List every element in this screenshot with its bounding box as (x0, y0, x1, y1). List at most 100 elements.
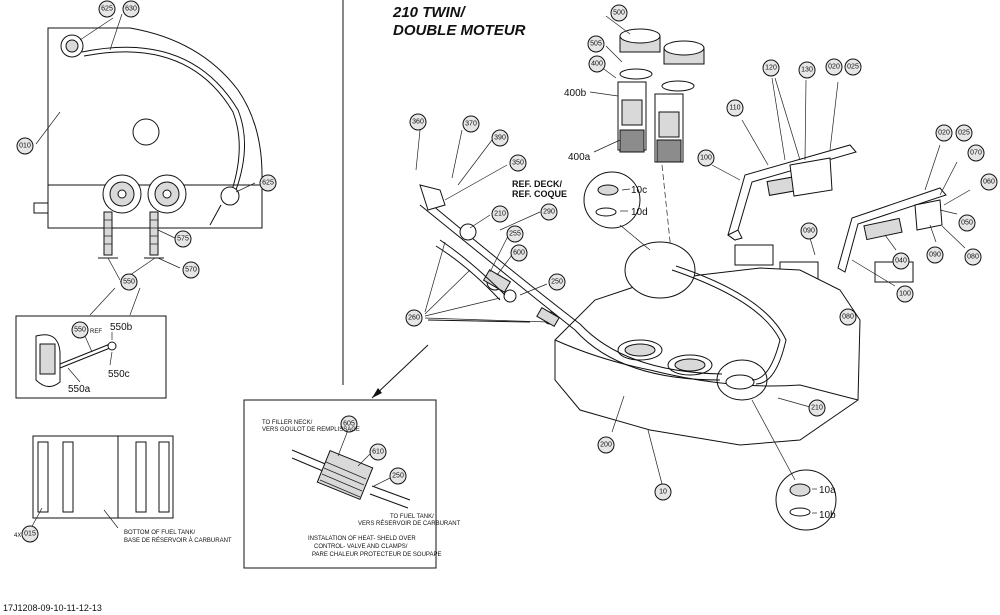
svg-text:400: 400 (591, 61, 603, 68)
callout-050[interactable]: 050 (958, 214, 976, 232)
label-4x: 4X (14, 533, 21, 539)
callout-090-right[interactable]: 090 (926, 246, 944, 264)
callout-060[interactable]: 060 (980, 173, 998, 191)
svg-text:110: 110 (729, 105, 740, 112)
callout-040[interactable]: 040 (892, 252, 910, 270)
label-10a: 10a (819, 485, 836, 496)
callout-015[interactable]: 015 (21, 525, 39, 543)
fuel-pump-assembly (589, 15, 705, 261)
note-bottom-tank-2: BASE DE RÉSERVOIR À CARBURANT (124, 537, 232, 544)
callout-625-right[interactable]: 625 (259, 174, 277, 192)
svg-text:250: 250 (551, 279, 563, 286)
svg-text:040: 040 (895, 258, 907, 265)
callout-080-bottom[interactable]: 080 (839, 308, 857, 326)
callout-630[interactable]: 630 (122, 0, 140, 18)
callout-025-top[interactable]: 025 (844, 58, 862, 76)
callout-625-top[interactable]: 625 (98, 0, 116, 18)
callout-575[interactable]: 575 (174, 230, 192, 248)
valve-hose-group (371, 129, 560, 399)
svg-text:550: 550 (74, 327, 86, 334)
callout-400[interactable]: 400 (588, 55, 606, 73)
callout-080-right[interactable]: 080 (964, 248, 982, 266)
svg-text:210: 210 (494, 211, 506, 218)
svg-text:610: 610 (372, 449, 384, 456)
callout-500[interactable]: 500 (610, 4, 628, 22)
label-10c: 10c (631, 185, 647, 196)
callout-210-left[interactable]: 210 (491, 205, 509, 223)
detail-10c-10d (583, 171, 651, 251)
callout-130[interactable]: 130 (798, 61, 816, 79)
callout-090-left[interactable]: 090 (800, 222, 818, 240)
callout-100-top[interactable]: 100 (697, 149, 715, 167)
callout-020-top[interactable]: 020 (825, 58, 843, 76)
callout-210-right[interactable]: 210 (808, 399, 826, 417)
svg-text:020: 020 (828, 64, 840, 71)
callout-100-bottom[interactable]: 100 (896, 285, 914, 303)
pointer-arrow (372, 388, 382, 398)
svg-text:605: 605 (343, 421, 355, 428)
svg-text:200: 200 (600, 442, 612, 449)
svg-text:210: 210 (811, 405, 823, 412)
svg-text:080: 080 (842, 314, 854, 321)
svg-text:260: 260 (408, 315, 420, 322)
note-installation-3: PARE CHALEUR PROTECTEUR DE SOUPAPE (312, 552, 441, 558)
callout-250-detail[interactable]: 250 (389, 467, 407, 485)
note-to-tank-1: TO FUEL TANK/ (390, 514, 434, 520)
callout-550[interactable]: 550 (120, 273, 138, 291)
callout-070[interactable]: 070 (967, 144, 985, 162)
svg-text:390: 390 (494, 135, 506, 142)
svg-text:10: 10 (659, 489, 667, 496)
svg-text:010: 010 (19, 143, 31, 150)
callout-360[interactable]: 360 (409, 113, 427, 131)
callout-110[interactable]: 110 (726, 99, 744, 117)
callout-605[interactable]: 605 (340, 415, 358, 433)
callout-020-right[interactable]: 020 (935, 124, 953, 142)
svg-text:570: 570 (185, 267, 197, 274)
callout-505[interactable]: 505 (587, 35, 605, 53)
svg-text:100: 100 (899, 291, 911, 298)
svg-text:080: 080 (967, 254, 979, 261)
svg-text:600: 600 (513, 250, 525, 257)
callout-570[interactable]: 570 (182, 261, 200, 279)
label-10b: 10b (819, 510, 836, 521)
callout-255[interactable]: 255 (506, 225, 524, 243)
callout-550-ref[interactable]: 550 (71, 321, 89, 339)
svg-text:090: 090 (929, 252, 941, 259)
svg-text:025: 025 (958, 130, 970, 137)
callout-010[interactable]: 010 (16, 137, 34, 155)
label-550c: 550c (108, 369, 130, 380)
callout-260[interactable]: 260 (405, 309, 423, 327)
callout-120[interactable]: 120 (762, 59, 780, 77)
label-10d: 10d (631, 207, 648, 218)
svg-text:505: 505 (590, 41, 602, 48)
callout-250-main[interactable]: 250 (548, 273, 566, 291)
svg-text:070: 070 (970, 150, 982, 157)
svg-text:360: 360 (412, 119, 424, 126)
detail-550-box (15, 315, 167, 399)
svg-text:100: 100 (700, 155, 712, 162)
callout-350[interactable]: 350 (509, 154, 527, 172)
title-line-1: 210 TWIN/ (392, 4, 467, 21)
callout-390[interactable]: 390 (491, 129, 509, 147)
svg-text:370: 370 (465, 121, 477, 128)
callout-290[interactable]: 290 (540, 203, 558, 221)
svg-text:250: 250 (392, 473, 404, 480)
callout-10[interactable]: 10 (654, 483, 672, 501)
callout-200[interactable]: 200 (597, 436, 615, 454)
svg-text:350: 350 (512, 160, 524, 167)
svg-text:550: 550 (123, 279, 135, 286)
callout-370[interactable]: 370 (462, 115, 480, 133)
svg-text:060: 060 (983, 179, 995, 186)
label-550-ref-suffix: REF (90, 329, 102, 335)
svg-text:130: 130 (801, 67, 813, 74)
callout-610[interactable]: 610 (369, 443, 387, 461)
label-400a: 400a (568, 152, 591, 163)
callout-600[interactable]: 600 (510, 244, 528, 262)
svg-text:575: 575 (177, 236, 189, 243)
note-to-tank-2: VERS RÉSERVOIR DE CARBURANT (358, 520, 461, 527)
callout-025-right[interactable]: 025 (955, 124, 973, 142)
svg-text:020: 020 (938, 130, 950, 137)
